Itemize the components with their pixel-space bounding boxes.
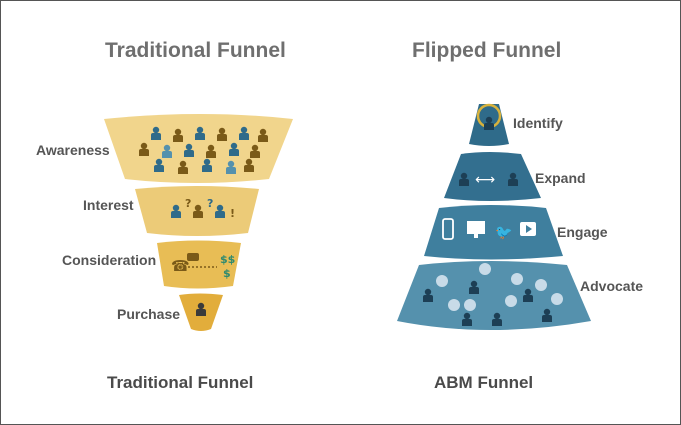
twitter-icon: 🐦 [495, 225, 512, 241]
stage-label-expand: Expand [535, 170, 586, 186]
traditional-funnel-caption: Traditional Funnel [107, 373, 254, 392]
traditional-funnel-heading: Traditional Funnel [105, 39, 286, 62]
stage-label-awareness: Awareness [36, 142, 110, 158]
flipped-funnel: ⟷ 🐦 [397, 103, 591, 330]
dollar-icon: $$ [220, 253, 235, 266]
monitor-icon [467, 221, 485, 234]
expand-tier [444, 152, 541, 201]
traditional-funnel: ? ? ! ☎ $$ $ [104, 114, 293, 331]
double-arrow-icon: ⟷ [475, 172, 495, 188]
interest-people-icons: ? ? ! [171, 197, 235, 220]
stage-label-consideration: Consideration [62, 252, 157, 268]
chat-bubble-icon [187, 253, 199, 261]
exclamation-icon: ! [230, 207, 235, 220]
stage-label-advocate: Advocate [580, 278, 644, 294]
stage-label-interest: Interest [83, 197, 134, 213]
question-mark-icon: ? [207, 197, 213, 210]
abm-funnel-caption: ABM Funnel [434, 373, 534, 392]
stage-label-engage: Engage [557, 224, 608, 240]
engage-icons: 🐦 [442, 218, 536, 241]
engage-tier [424, 205, 563, 260]
flipped-funnel-heading: Flipped Funnel [412, 39, 562, 62]
stage-label-identify: Identify [513, 115, 563, 131]
consideration-band [157, 240, 241, 289]
awareness-band [104, 114, 293, 183]
dollar-icon: $ [223, 267, 231, 280]
mobile-icon [442, 218, 454, 240]
consideration-icons: ☎ $$ $ [171, 253, 235, 280]
expand-icons: ⟷ [459, 172, 518, 188]
stage-label-purchase: Purchase [117, 306, 181, 322]
phone-icon: ☎ [171, 257, 190, 275]
question-mark-icon: ? [185, 197, 191, 210]
advocate-icons [423, 263, 563, 326]
